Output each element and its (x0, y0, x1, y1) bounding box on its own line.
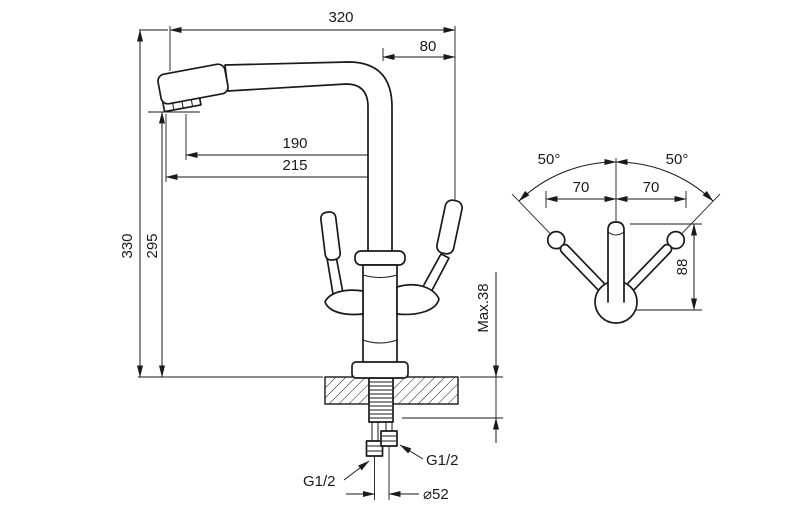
dim-handle-length: 88 (674, 259, 691, 276)
dim-total-height: 330 (119, 233, 136, 258)
dim-max-counter-thickness: Max.38 (475, 283, 492, 332)
right-lever (419, 199, 463, 297)
faucet-body (362, 264, 398, 366)
hose-left-nut (365, 440, 384, 457)
faucet-side-outline (157, 61, 463, 366)
dimension-lines-side (137, 27, 499, 497)
dim-swing-angle-left: 50° (538, 151, 561, 168)
mounting-shank (368, 377, 394, 423)
hose-right-nut (380, 430, 398, 447)
dim-total-width: 320 (328, 9, 353, 26)
spout-head-body (157, 63, 229, 105)
swing-arc-right (615, 159, 714, 202)
countertop (324, 376, 459, 405)
faucet-top-outline (546, 221, 686, 324)
left-lever (319, 211, 344, 295)
dim-swing-angle-right: 50° (666, 151, 689, 168)
right-valve-boss (396, 283, 440, 316)
handle-left-top (546, 230, 606, 292)
leader-g12-left (343, 460, 370, 481)
hose-left (365, 422, 384, 457)
hose-right (380, 422, 398, 447)
swing-arc-left (518, 159, 617, 202)
shank-threads (370, 381, 392, 419)
left-lever-grip (319, 211, 342, 261)
base-flange (351, 361, 409, 379)
left-valve-boss (324, 289, 364, 316)
countertop-left (324, 376, 370, 405)
leader-g12-right (399, 444, 424, 460)
spout-head (157, 63, 229, 113)
side-view: 320 80 190 215 330 295 Max.38 G1/2 G1/2 … (119, 9, 503, 503)
dim-reach-aerator: 190 (282, 135, 307, 152)
dim-spout-height: 295 (144, 233, 161, 258)
right-lever-grip (436, 199, 463, 255)
dimension-lines-top (545, 191, 702, 311)
left-lever-stem (326, 255, 344, 295)
dim-thread-left: G1/2 (303, 473, 336, 490)
countertop-right (392, 376, 459, 405)
dim-handle-offset-right: 70 (643, 179, 660, 196)
dim-thread-right: G1/2 (426, 452, 459, 469)
top-view: 50° 50° 70 70 88 (511, 151, 721, 324)
dim-spout-offset: 80 (420, 38, 437, 55)
spout-and-riser (224, 61, 393, 254)
dim-base-diameter: ⌀52 (423, 486, 449, 503)
spout-top (607, 221, 625, 303)
dim-handle-offset-left: 70 (573, 179, 590, 196)
collar (354, 250, 406, 266)
dim-reach-tip: 215 (282, 157, 307, 174)
